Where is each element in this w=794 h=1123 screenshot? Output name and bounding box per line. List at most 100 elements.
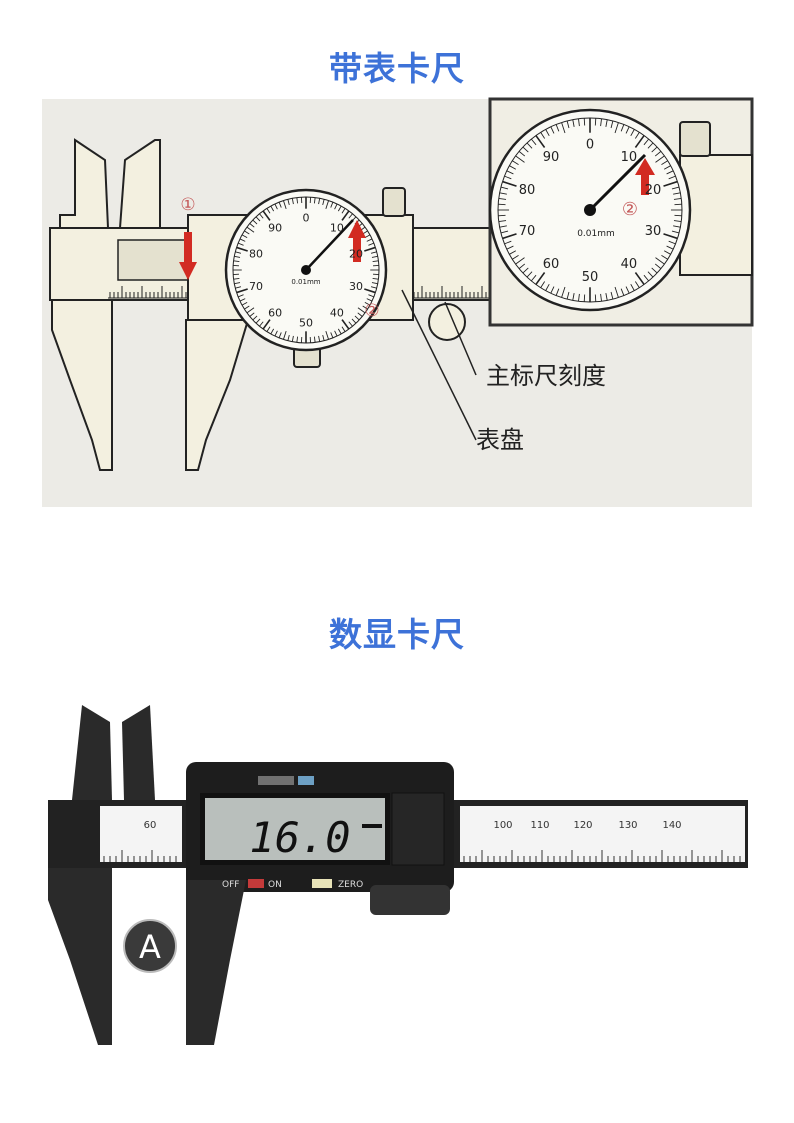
dial-tick <box>671 186 680 190</box>
dial-tick <box>270 205 275 212</box>
dial-tick <box>555 288 560 296</box>
dial-number: 70 <box>249 280 263 293</box>
dial-tick <box>545 283 550 291</box>
inset-arrow-up-icon <box>635 158 655 195</box>
dial-tick <box>244 230 250 235</box>
dial-tick <box>655 257 665 265</box>
dial-tick <box>668 175 676 180</box>
dial-tick <box>561 286 566 298</box>
dial-tick <box>499 192 507 195</box>
dial-tick <box>540 132 546 139</box>
dial-tick <box>550 286 555 294</box>
scale-label: 140 <box>662 820 681 831</box>
dial-tick <box>526 271 533 278</box>
dial-number: 90 <box>268 221 282 234</box>
dial-tick <box>334 203 338 210</box>
section-title-dial-caliper: 带表卡尺 <box>329 49 465 88</box>
dial-tick <box>600 293 602 302</box>
dial-tick <box>244 305 250 310</box>
inset-dial-number: 90 <box>543 150 560 165</box>
dial-tick <box>341 326 346 332</box>
dial-tick <box>673 220 682 222</box>
dial-tick <box>341 319 350 330</box>
dial-tick <box>318 335 321 342</box>
dial-tick <box>515 155 525 163</box>
label-dial: 表盘 <box>476 426 524 454</box>
dial-tick <box>643 138 649 146</box>
dial-tick <box>578 118 580 127</box>
dial-tick <box>620 288 625 296</box>
dial-tick <box>673 198 682 200</box>
dial-tick <box>249 312 255 317</box>
dial-tick <box>255 216 261 222</box>
dial-tick <box>259 321 264 327</box>
dial-tick <box>550 126 555 134</box>
inset-dial-number: 10 <box>621 150 638 165</box>
dial-tick <box>348 321 353 327</box>
marker-1: ① <box>180 195 195 215</box>
dial-tick <box>531 138 537 146</box>
dial-tick <box>663 180 678 187</box>
dial-tick <box>566 291 570 300</box>
badge-a: A <box>139 928 161 966</box>
dial-tick <box>663 233 678 240</box>
dial-tick <box>668 240 676 245</box>
arrow-down-icon <box>179 232 197 280</box>
dial-tick <box>252 219 258 225</box>
dial-tick <box>341 210 350 221</box>
dial-number: 40 <box>330 306 344 319</box>
dial-number: 10 <box>330 221 344 234</box>
off-button[interactable]: OFF ON <box>222 879 282 890</box>
dial-tick <box>371 282 378 285</box>
dial-number: 80 <box>249 248 263 261</box>
dial-number: 60 <box>268 306 282 319</box>
inset-dial-number: 80 <box>519 183 536 198</box>
dial-tick <box>234 282 241 285</box>
dial-tick <box>509 165 517 170</box>
inset-dial-number: 70 <box>519 224 536 239</box>
dial-tick <box>364 234 371 239</box>
dial-tick <box>625 286 630 294</box>
dial-tick <box>364 288 376 294</box>
dial-tick <box>371 255 378 258</box>
dial-tick <box>313 336 316 343</box>
off-label: OFF <box>222 880 239 890</box>
dial-tick <box>357 307 366 314</box>
dial-tick <box>600 118 602 127</box>
dial-tick <box>364 301 371 306</box>
dial-tick <box>354 315 360 321</box>
dial-tick <box>572 119 575 127</box>
on-label: ON <box>268 880 282 890</box>
dial-tick <box>572 293 575 301</box>
dial-tick <box>246 226 255 233</box>
dial-tick <box>666 170 674 175</box>
dial-tick <box>313 197 316 204</box>
section-title-digital-caliper: 数显卡尺 <box>329 615 465 654</box>
dial-tick <box>610 291 614 300</box>
dial-tick <box>252 315 258 321</box>
dial-tick <box>368 294 375 298</box>
dial-tick <box>372 277 379 280</box>
zero-button[interactable]: ZERO <box>312 879 363 890</box>
dial-tick <box>605 119 608 127</box>
dial-tick <box>237 294 244 298</box>
dial-tick <box>287 199 290 206</box>
dial-tick <box>255 318 261 324</box>
dial-tick <box>334 330 338 337</box>
dial-tick <box>661 160 668 166</box>
dial-tick <box>566 120 570 129</box>
dial-tick <box>259 213 264 219</box>
dial-tick <box>625 126 630 134</box>
dial-tick <box>506 170 514 175</box>
inset-dial-number: 40 <box>621 257 638 272</box>
dial-tick <box>266 326 271 332</box>
dial-tick <box>630 283 635 291</box>
dial-tick <box>237 242 244 246</box>
dial-tick <box>654 151 662 157</box>
dial-tick <box>246 307 255 314</box>
dial-tick <box>512 254 519 260</box>
dial-tick <box>274 330 278 337</box>
